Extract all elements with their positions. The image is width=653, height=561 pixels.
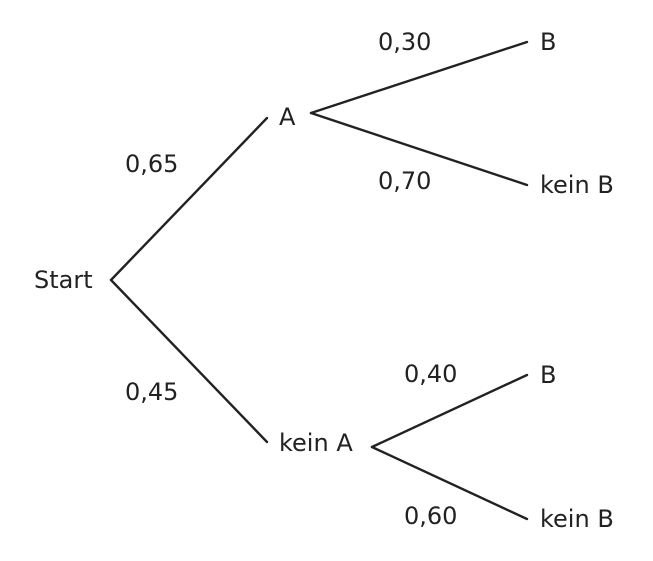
probability-kein-a-b: 0,40: [404, 360, 457, 388]
node-kein-a-b-label: B: [540, 361, 556, 389]
probability-kein-a-kein-b: 0,60: [404, 502, 457, 530]
probability-start-a: 0,65: [125, 150, 178, 178]
probability-start-kein-a: 0,45: [125, 378, 178, 406]
edge-start-to-a: [109, 116, 269, 282]
node-a-b-label: B: [540, 28, 556, 56]
node-a-kein-b-label: kein B: [540, 171, 614, 199]
edge-a-to-b: [309, 40, 529, 115]
node-kein-a-label: kein A: [279, 429, 353, 457]
edge-kein-a-to-kein-b: [370, 445, 529, 521]
edge-a-to-kein-b: [309, 111, 529, 187]
node-a-label: A: [279, 103, 296, 131]
node-kein-a-kein-b-label: kein B: [540, 505, 614, 533]
probability-a-kein-b: 0,70: [378, 167, 431, 195]
edge-kein-a-to-b: [370, 373, 529, 449]
edge-start-to-kein-a: [109, 278, 269, 444]
probability-a-b: 0,30: [378, 28, 431, 56]
root-label: Start: [34, 266, 93, 294]
